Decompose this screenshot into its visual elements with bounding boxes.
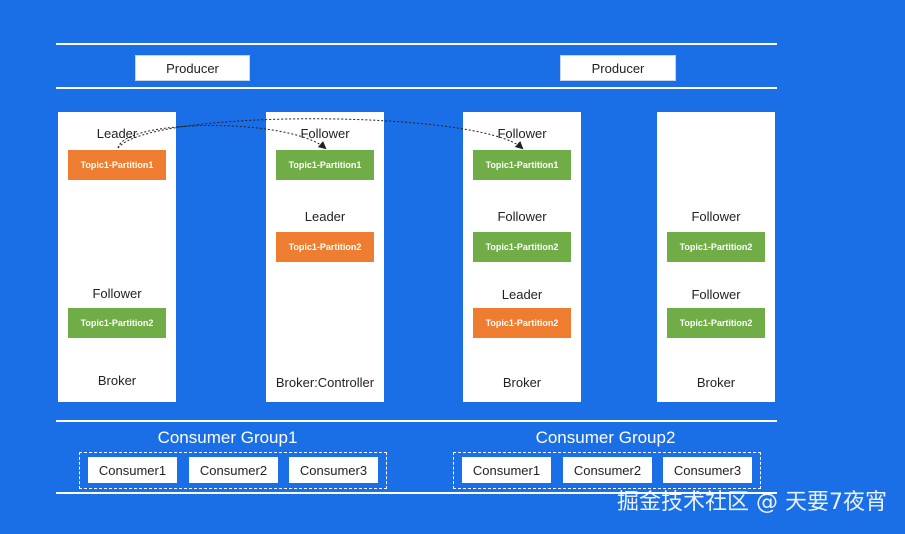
- separator-line-producer-bottom: [56, 87, 777, 89]
- producer-box-2: Producer: [560, 55, 676, 81]
- consumer-group-2-title: Consumer Group2: [535, 428, 676, 447]
- broker-4-role-2: Follower: [691, 287, 741, 302]
- broker-3-partition-2: Topic1-Partition2: [473, 232, 571, 262]
- broker-3-role-3: Leader: [501, 287, 543, 302]
- broker-3-partition-1: Topic1-Partition1: [473, 150, 571, 180]
- broker-1-partition-2: Topic1-Partition2: [68, 308, 166, 338]
- consumer-group-1-consumer-2: Consumer2: [189, 457, 278, 483]
- broker-4-label: Broker: [696, 375, 736, 390]
- broker-2-partition-2: Topic1-Partition2: [276, 232, 374, 262]
- broker-3-role-1: Follower: [497, 126, 547, 141]
- consumer-group-1: Consumer1 Consumer2 Consumer3: [79, 452, 387, 489]
- broker-2-role-1: Follower: [300, 126, 350, 141]
- broker-4-role-1: Follower: [691, 209, 741, 224]
- broker-1-role-2: Follower: [92, 286, 142, 301]
- broker-1: Leader Topic1-Partition1 Follower Topic1…: [58, 112, 176, 402]
- broker-4-partition-1: Topic1-Partition2: [667, 232, 765, 262]
- broker-2-partition-1: Topic1-Partition1: [276, 150, 374, 180]
- broker-3-partition-3: Topic1-Partition2: [473, 308, 571, 338]
- broker-2-label: Broker:Controller: [275, 375, 375, 390]
- broker-4: Follower Topic1-Partition2 Follower Topi…: [657, 112, 775, 402]
- broker-2-role-2: Leader: [304, 209, 346, 224]
- consumer-group-1-title: Consumer Group1: [157, 428, 298, 447]
- separator-line-top: [56, 43, 777, 45]
- separator-line-consumer-top: [56, 420, 777, 422]
- consumer-group-2-consumer-3: Consumer3: [663, 457, 752, 483]
- producer-box-1: Producer: [135, 55, 250, 81]
- broker-4-partition-2: Topic1-Partition2: [667, 308, 765, 338]
- consumer-group-2: Consumer1 Consumer2 Consumer3: [453, 452, 761, 489]
- watermark-text: 掘金技术社区 @ 天要7夜宵: [617, 490, 887, 515]
- consumer-group-1-consumer-1: Consumer1: [88, 457, 177, 483]
- separator-line-bottom: [56, 492, 777, 494]
- consumer-group-1-consumer-3: Consumer3: [289, 457, 378, 483]
- broker-1-label: Broker: [97, 373, 137, 388]
- consumer-group-2-consumer-1: Consumer1: [462, 457, 551, 483]
- broker-3-label: Broker: [502, 375, 542, 390]
- broker-1-role-1: Leader: [96, 126, 138, 141]
- broker-3-role-2: Follower: [497, 209, 547, 224]
- consumer-group-2-consumer-2: Consumer2: [563, 457, 652, 483]
- broker-1-partition-1: Topic1-Partition1: [68, 150, 166, 180]
- broker-2: Follower Topic1-Partition1 Leader Topic1…: [266, 112, 384, 402]
- broker-3: Follower Topic1-Partition1 Follower Topi…: [463, 112, 581, 402]
